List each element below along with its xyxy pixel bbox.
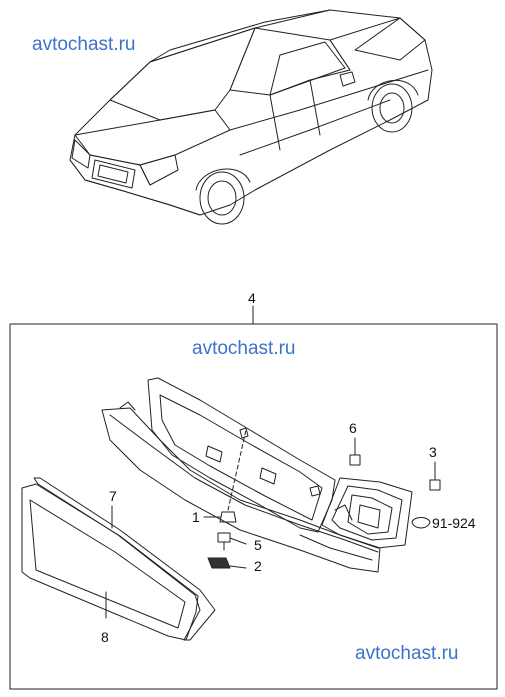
screw-part-5 [217, 532, 247, 551]
connector-91-924 [411, 517, 431, 529]
watermark-top: avtochast.ru [32, 34, 136, 55]
callout-3: 3 [429, 444, 437, 460]
clip-part-6 [349, 437, 361, 466]
watermark-middle: avtochast.ru [192, 338, 296, 359]
callout-2: 2 [254, 558, 262, 574]
license-lamp-unit [321, 477, 413, 549]
assembly-frame [9, 323, 498, 690]
callout-6: 6 [349, 420, 357, 436]
license-plate-frame [147, 377, 336, 533]
car-illustration [69, 9, 433, 225]
callout-1: 1 [192, 509, 200, 525]
alignment-line [227, 429, 247, 511]
fastener-part-1 [203, 511, 237, 523]
trunk-garnish-panel [101, 401, 381, 573]
callout-ref-91-924: 91-924 [432, 515, 476, 531]
callout-7: 7 [109, 488, 117, 504]
callout-8: 8 [101, 629, 109, 645]
watermark-bottom: avtochast.ru [355, 643, 459, 664]
nut-part-2 [207, 557, 247, 569]
callout-5: 5 [254, 537, 262, 553]
gasket-part-8 [21, 483, 199, 641]
callout-4: 4 [248, 290, 256, 306]
clip-part-3 [429, 461, 441, 491]
